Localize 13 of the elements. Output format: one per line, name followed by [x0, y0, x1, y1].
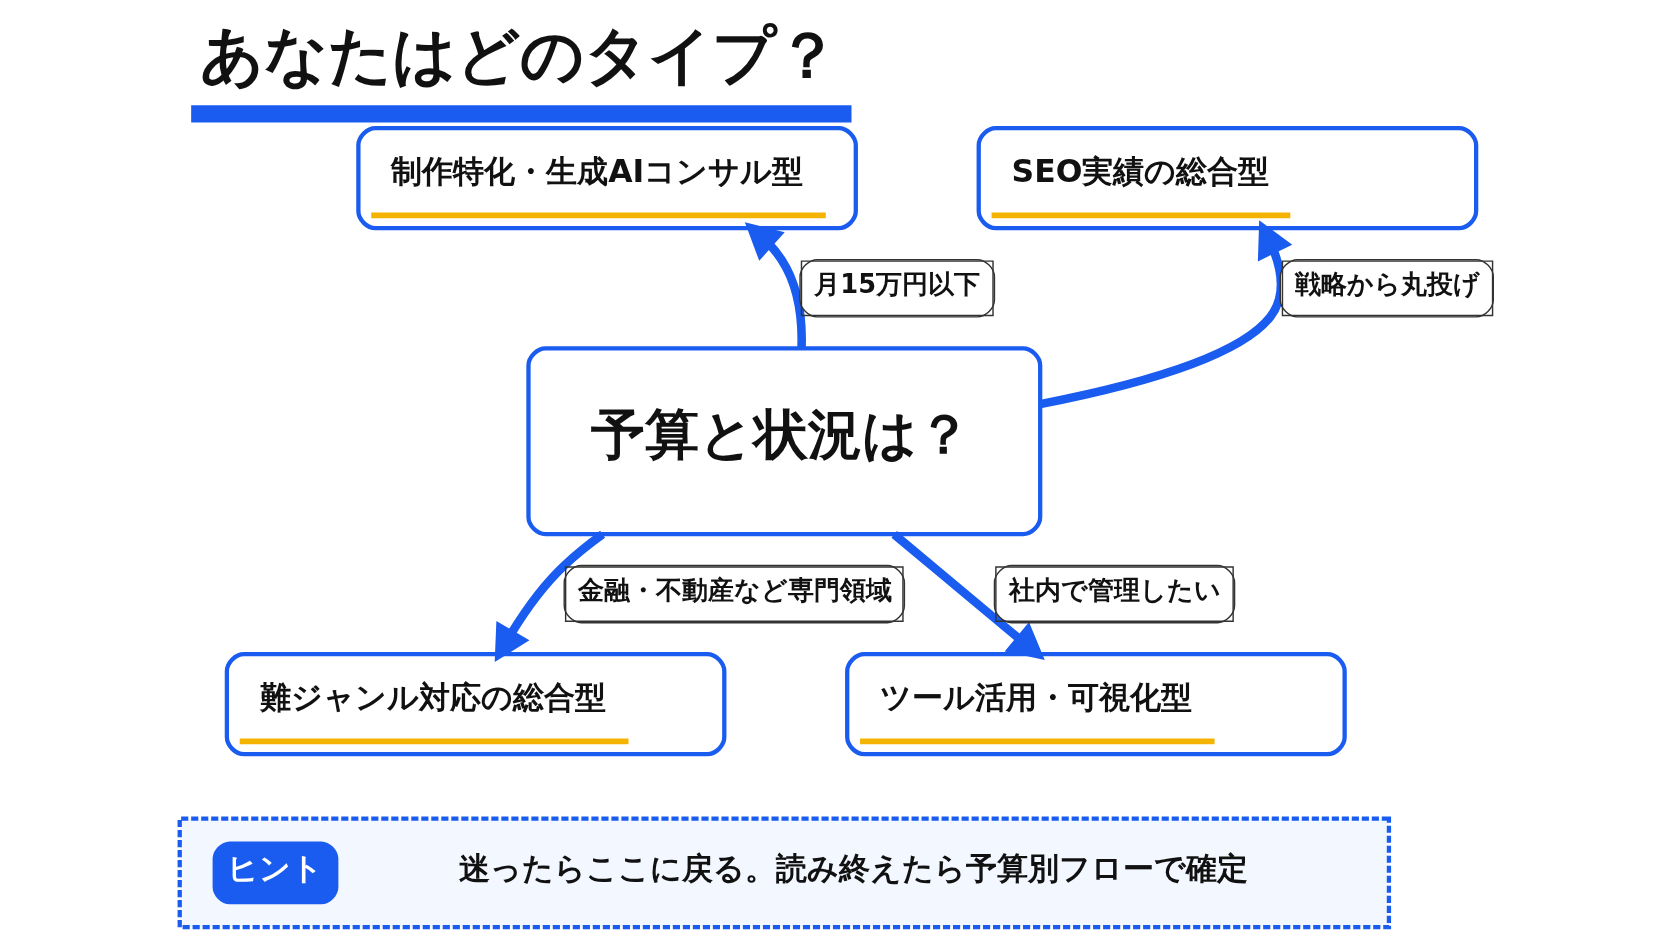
node-box: SEO実績の総合型: [976, 126, 1478, 231]
node-box: ツール活用・可視化型: [844, 652, 1347, 757]
node-box: 予算と状況は？: [525, 346, 1042, 537]
node-box: 難ジャンル対応の総合型: [224, 652, 726, 757]
node-box: 制作特化・生成AIコンサル型: [355, 126, 858, 231]
edge-label: 戦略から丸投げ: [1294, 269, 1480, 300]
node-box: ヒント 迷ったらここに戻る。読み終えたら予算別フローで確定: [177, 816, 1391, 930]
edge-label: 社内で管理したい: [1008, 575, 1221, 605]
edge-label: 月15万円以下: [813, 269, 980, 300]
edge-label: 金融・不動産など専門領域: [578, 575, 892, 605]
arrow: [494, 530, 605, 663]
diagram-title: あなたはどのタイプ？: [199, 19, 839, 92]
arrow: [744, 222, 806, 349]
